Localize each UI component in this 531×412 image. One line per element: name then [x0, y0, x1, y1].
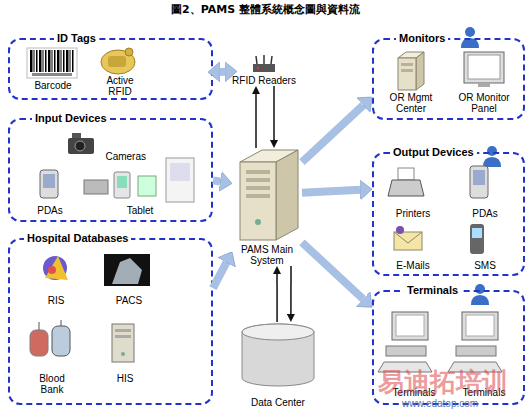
data-arrow: [255, 94, 257, 148]
diagram-title: 圖2、PAMS 整體系統概念圖與資料流: [0, 2, 531, 17]
node-label: Cameras: [105, 151, 146, 162]
device-node: Barcode: [22, 44, 84, 91]
node-label: PACS: [116, 295, 143, 306]
device-node: PACS: [96, 250, 162, 306]
computer-icon: [378, 312, 432, 372]
group-box: Output DevicesPrintersPDAsE-MailsSMS: [372, 152, 525, 276]
node-label: Printers: [396, 208, 430, 219]
data-arrow: [290, 266, 292, 314]
group-box: ID TagsBarcodeActive RFID: [8, 38, 213, 100]
printer-icon: [388, 168, 424, 196]
device-node: PDAs: [24, 166, 76, 216]
blood-bag-icon: [30, 320, 70, 356]
device-node: Printers: [380, 164, 446, 219]
node-label: OR Monitor Panel: [454, 92, 514, 114]
person-icon: [471, 284, 489, 305]
flow-arrow: [302, 242, 363, 299]
ris-icon: [43, 256, 68, 280]
database-cylinder: Data Center: [232, 322, 324, 408]
watermark: 易迪拓培训: [378, 368, 508, 396]
node-label: SMS: [474, 260, 496, 271]
data-arrow: [276, 274, 278, 322]
node-label: Tablet: [127, 205, 154, 216]
device-node: Active RFID: [92, 44, 148, 97]
camera-icon: [68, 133, 94, 154]
flow-arrow: [213, 262, 226, 288]
flow-arrow: [302, 105, 363, 162]
rfid-reader-icon: [253, 55, 275, 72]
node-label: Active RFID: [100, 75, 140, 97]
data-arrow: [273, 86, 275, 140]
pacs-icon: [104, 254, 150, 286]
pda-icon: [40, 170, 58, 198]
group-heading: Hospital Databases: [24, 232, 131, 245]
group-box: Hospital DatabasesRISPACSBlood BankHIS: [8, 238, 213, 405]
node-label: E-Mails: [396, 260, 429, 271]
device-node: PDAs: [452, 164, 518, 219]
device-node: SMS: [452, 222, 518, 271]
group-heading: Output Devices: [390, 146, 477, 159]
computer-icon: [448, 312, 502, 372]
node-label: PDAs: [472, 208, 498, 219]
node-label: Data Center: [251, 397, 305, 408]
device-node: Cameras: [62, 128, 146, 162]
pda-icon: [470, 166, 488, 198]
device-node: RFID Readers: [232, 54, 296, 86]
node-label: Barcode: [34, 80, 71, 91]
device-node: HIS: [100, 318, 150, 384]
cylinder-top: [242, 324, 314, 340]
barcode-icon: [27, 48, 77, 78]
device-node: OR Monitor Panel: [448, 48, 520, 114]
email-icon: [394, 226, 422, 250]
device-node: Tablet: [80, 166, 200, 216]
group-heading: ID Tags: [54, 32, 99, 45]
node-label: OR Mgmt Center: [386, 92, 436, 114]
rfid-tag-icon: [101, 48, 135, 74]
node-label: PAMS Main System: [238, 244, 296, 266]
main-server-icon: [240, 150, 298, 240]
device-node: PAMS Main System: [232, 148, 302, 266]
node-label: HIS: [117, 373, 134, 384]
group-box: Input DevicesCamerasPDAsTablet: [8, 118, 213, 222]
flow-arrow: [220, 68, 225, 76]
tablet-icons: [84, 158, 194, 202]
group-heading: Terminals: [404, 284, 461, 297]
device-node: Blood Bank: [22, 318, 82, 395]
flow-arrow: [302, 190, 360, 193]
device-node: RIS: [28, 250, 84, 306]
node-label: RIS: [48, 295, 65, 306]
device-node: E-Mails: [380, 222, 446, 271]
device-node: OR Mgmt Center: [380, 48, 442, 114]
watermark: www.edatop.com: [402, 398, 478, 410]
group-heading: Input Devices: [32, 112, 110, 125]
cylinder-body: [242, 324, 314, 386]
flow-arrow: [213, 180, 220, 181]
cylinder-outline: [232, 322, 324, 388]
group-box: MonitorsOR Mgmt CenterOR Monitor Panel: [372, 38, 525, 120]
person-icon: [483, 146, 501, 167]
group-heading: Monitors: [396, 32, 448, 45]
node-label: RFID Readers: [232, 75, 296, 86]
phone-icon: [470, 224, 484, 254]
node-label: PDAs: [37, 205, 63, 216]
node-label: Blood Bank: [32, 373, 72, 395]
monitor-icon: [464, 52, 504, 87]
his-server-icon: [112, 324, 134, 362]
server-icon: [398, 52, 424, 90]
